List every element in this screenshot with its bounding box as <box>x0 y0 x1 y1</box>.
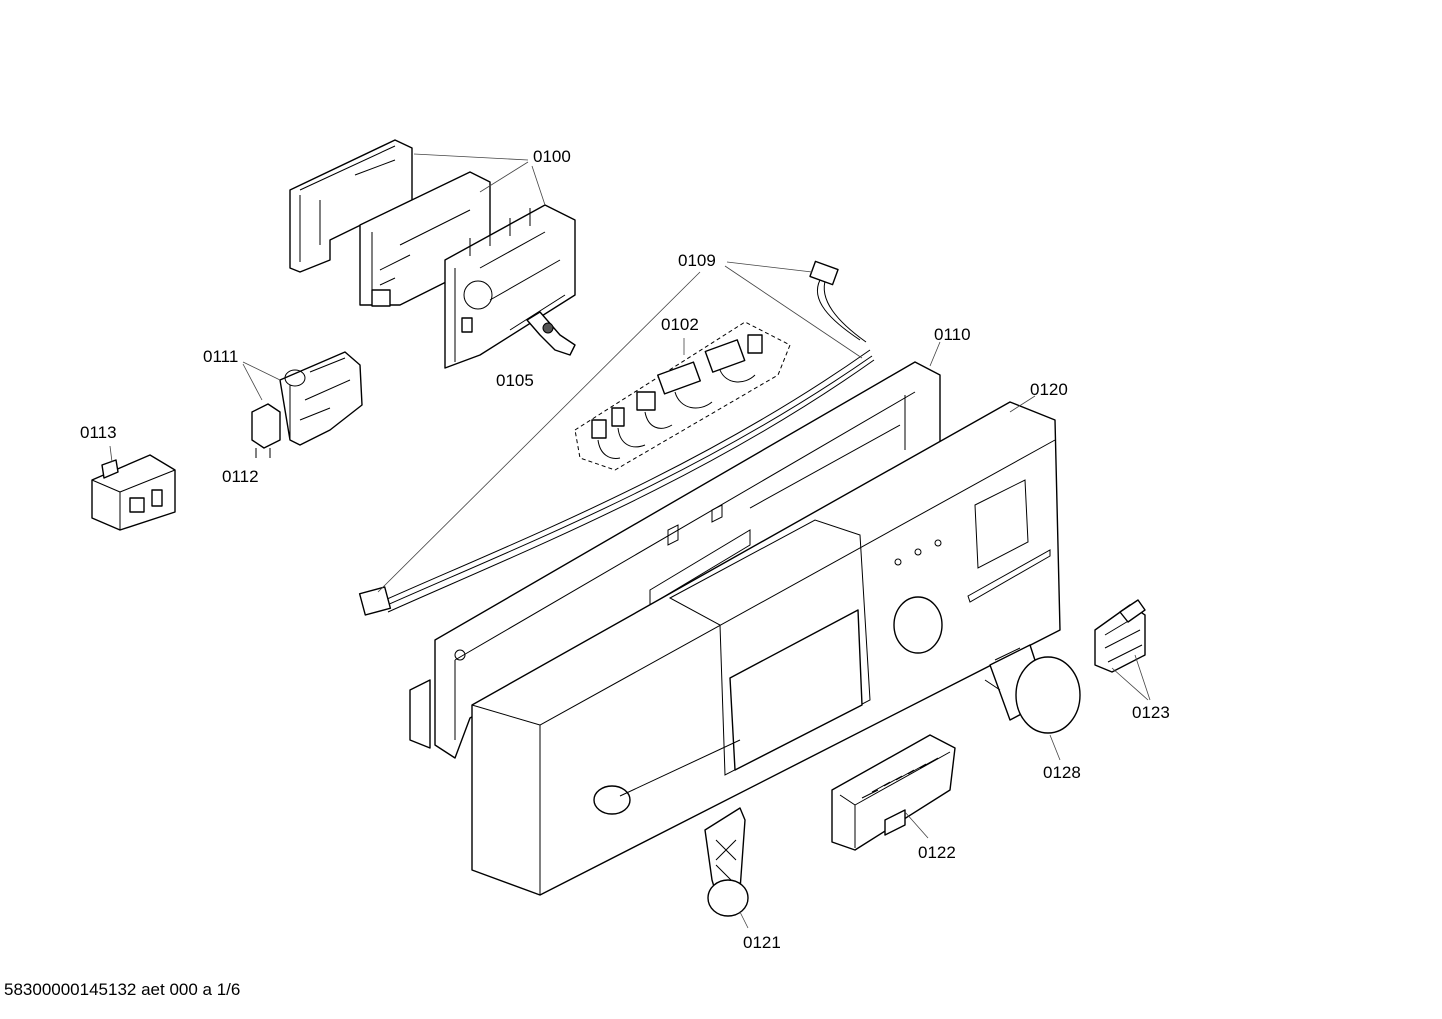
part-0123-buttons <box>1094 599 1146 673</box>
part-0105-sensor <box>526 311 576 356</box>
part-0113-door-lock <box>91 454 176 531</box>
label-0105: 0105 <box>496 371 534 390</box>
leader-0122 <box>904 811 929 839</box>
label-0120: 0120 <box>1030 380 1068 399</box>
part-0121-selector-knob <box>704 807 749 917</box>
label-0121: 0121 <box>743 933 781 952</box>
part-0111-switch <box>279 351 363 446</box>
part-0122-dispenser-handle <box>831 734 956 851</box>
label-0102: 0102 <box>661 315 699 334</box>
label-0113: 0113 <box>80 423 117 442</box>
leader-0121 <box>739 911 749 929</box>
leader-0100 <box>413 153 529 161</box>
leader-0110 <box>929 341 941 367</box>
label-0128: 0128 <box>1043 763 1081 782</box>
label-0123: 0123 <box>1132 703 1170 722</box>
leader-0109 <box>726 261 813 273</box>
leader-0111 <box>242 361 281 381</box>
leader-0123 <box>1111 667 1149 701</box>
label-0110: 0110 <box>934 325 971 344</box>
label-0109: 0109 <box>678 251 716 270</box>
part-0112-capacitor <box>251 403 281 458</box>
leader-0120 <box>1009 395 1036 413</box>
label-0111: 0111 <box>203 347 238 366</box>
part-0100-control-module <box>289 139 576 369</box>
part-0120-front-fascia <box>471 401 1061 896</box>
leader-0113 <box>109 445 113 463</box>
document-code: 58300000145132 aet 000 a 1/6 <box>4 980 241 999</box>
part-0128-rotary-knob <box>984 644 1081 734</box>
label-0112: 0112 <box>222 467 259 486</box>
label-0122: 0122 <box>918 843 956 862</box>
label-0100: 0100 <box>533 147 571 166</box>
leader-0128 <box>1049 734 1061 761</box>
part-0102-connector-set <box>574 321 791 471</box>
part-0109-wiring-harness <box>358 260 875 616</box>
